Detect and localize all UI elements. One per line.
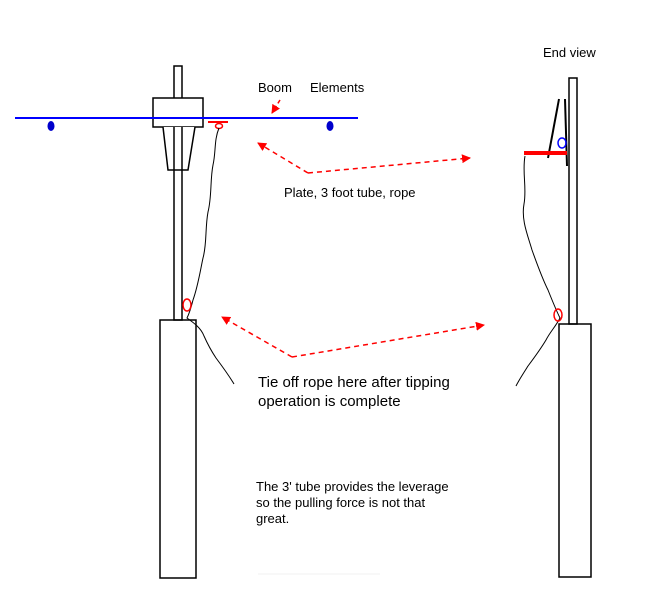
end-view-tie-off-ring	[553, 308, 563, 322]
tie-off-label-line1: Tie off rope here after tipping	[258, 374, 450, 391]
leverage-note-line3: great.	[256, 511, 290, 526]
end-view-upper-pole	[568, 77, 578, 325]
boom-arrow	[271, 99, 281, 114]
elements-label: Elements	[310, 80, 365, 95]
element-dot-left	[47, 121, 55, 131]
end-view-lower-tube	[558, 323, 592, 578]
end-view-red-tube	[524, 151, 567, 155]
plate-arrow-right	[307, 154, 471, 174]
tie-off-arrow-right	[291, 321, 485, 358]
tie-off-ring-left	[182, 298, 192, 312]
plate-tube-rope-label: Plate, 3 foot tube, rope	[284, 185, 416, 200]
mast-bracket	[162, 126, 196, 171]
element-dot-right	[326, 121, 334, 131]
plate-arrow-left	[257, 142, 309, 174]
rope-ring-top-left	[214, 122, 224, 130]
tie-off-arrow-left	[221, 316, 293, 358]
rope-left	[186, 127, 235, 385]
end-view-label: End view	[543, 45, 596, 60]
lower-mast-tube	[159, 319, 197, 579]
end-view-plate	[547, 98, 560, 159]
leverage-note-line1: The 3' tube provides the leverage	[256, 479, 449, 494]
end-view-rope	[515, 155, 561, 387]
end-view-boom-ring	[557, 137, 567, 149]
mast-plate	[152, 97, 204, 128]
boom-label: Boom	[258, 80, 292, 95]
upper-mast-pole	[173, 65, 183, 321]
leverage-note-line2: so the pulling force is not that	[256, 495, 426, 510]
tie-off-label-line2: operation is complete	[258, 393, 401, 410]
